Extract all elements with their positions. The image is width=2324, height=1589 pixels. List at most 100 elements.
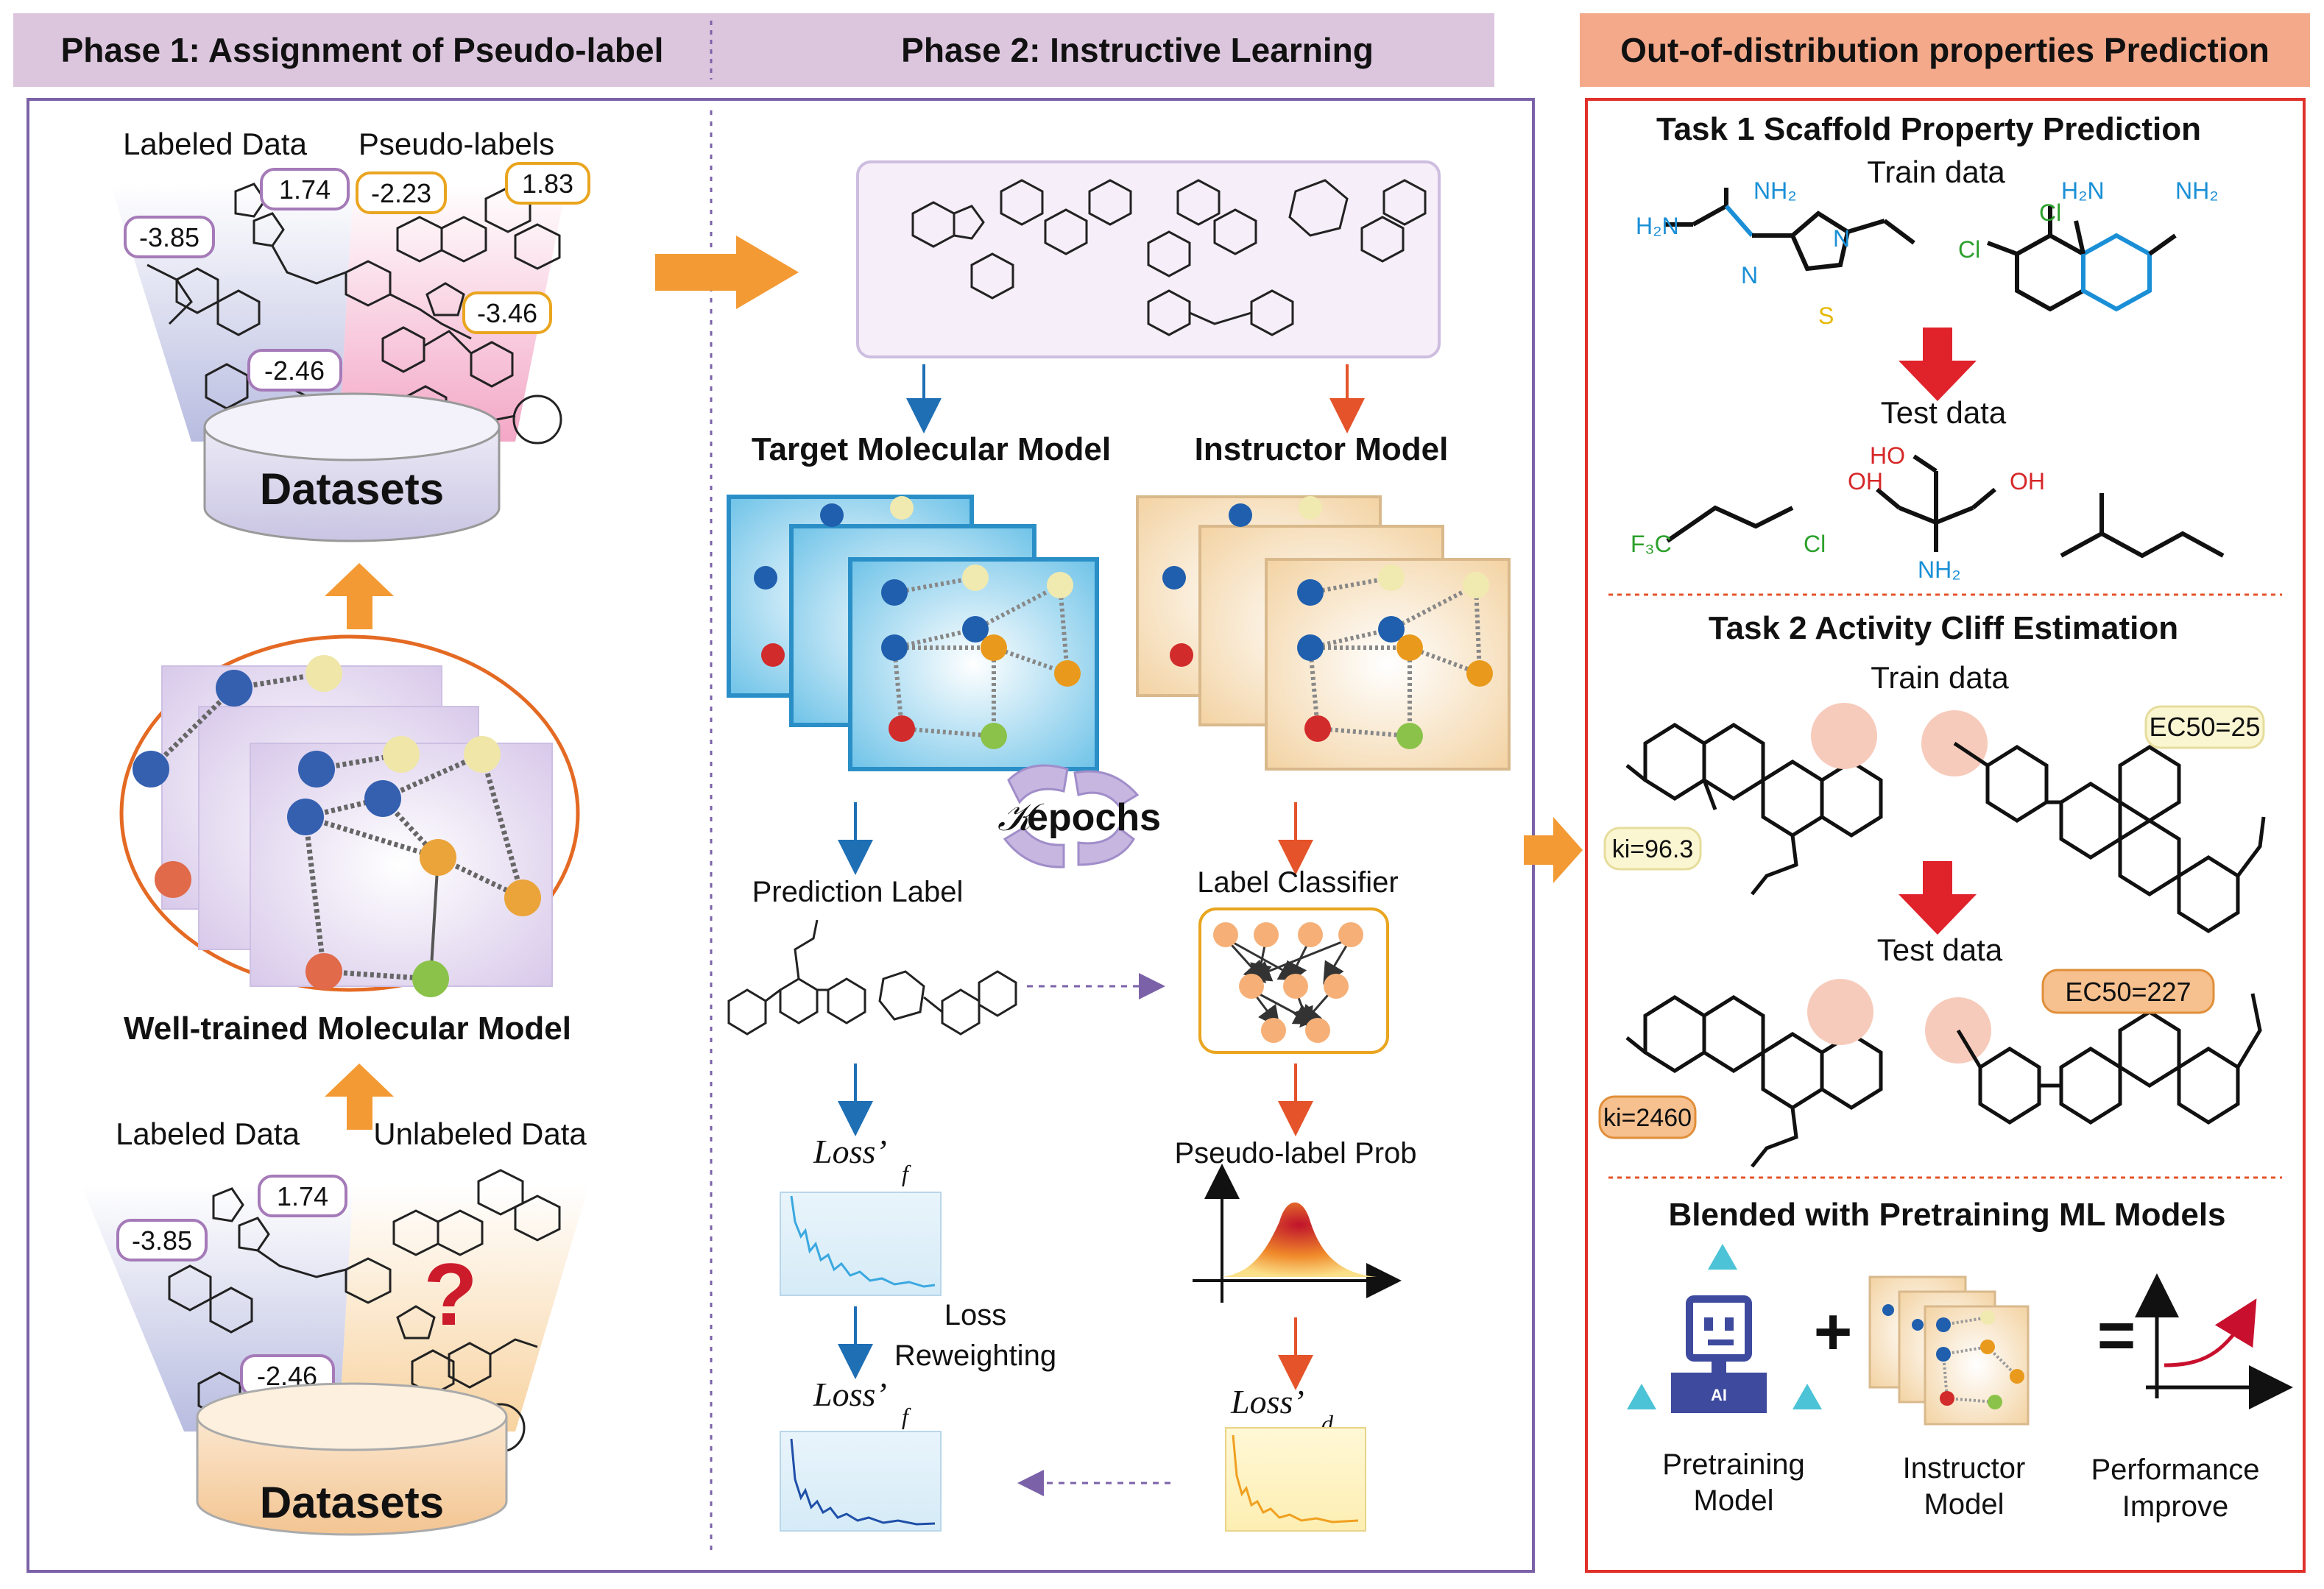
datasets-cylinder-top <box>203 392 501 461</box>
node-yellow-3 <box>464 736 501 773</box>
loss-d-plot <box>1225 1427 1366 1532</box>
epochs-cycle: 𝒦 epochs <box>997 764 1161 868</box>
molecule-pool-sketch <box>911 179 1427 336</box>
target-model-title: Target Molecular Model <box>752 431 1111 467</box>
task1-down-arrow <box>1899 328 1977 401</box>
phase2: Target Molecular Model Instructor Model <box>727 160 1511 1532</box>
loss-f1-label: Loss’ <box>813 1133 887 1170</box>
loss-f1-curve <box>790 1195 936 1288</box>
well-trained-model: Well-trained Molecular Model <box>119 634 580 1047</box>
atom-cl-2: Cl <box>1958 236 1980 263</box>
up-arrow-to-model <box>325 1064 394 1130</box>
arrow-to-phase2 <box>655 236 799 309</box>
label-classifier-title: Label Classifier <box>1197 866 1398 899</box>
ai-label: AI <box>1711 1386 1727 1404</box>
atom-cl-3: Cl <box>1804 531 1826 557</box>
pseudo-prob-title: Pseudo-label Prob <box>1174 1137 1416 1169</box>
node-red-1 <box>155 861 191 898</box>
train-molecule-guanidine <box>1664 188 1915 272</box>
test-molecule-2 <box>1876 454 1996 552</box>
highlight-circle-3 <box>1807 979 1873 1045</box>
triangle-top-icon <box>1708 1244 1737 1270</box>
pseudo-molecules-sketch <box>381 186 562 445</box>
task2-test-label: Test data <box>1877 932 2003 967</box>
atom-ho: HO <box>1870 442 1905 469</box>
label-box-neg-3-85-bottom <box>116 1219 208 1261</box>
datasets-label-top: Datasets <box>260 464 444 514</box>
node-orange-2 <box>504 880 541 916</box>
pretraining-line2: Model <box>1694 1484 1774 1517</box>
triangle-right-icon <box>1793 1384 1822 1409</box>
node-blue-4 <box>287 799 324 835</box>
phase1-title: Phase 1: Assignment of Pseudo-label <box>61 31 664 69</box>
loss-f2-subscript: f <box>902 1403 911 1429</box>
pseudo-box-neg-3-46 <box>462 291 552 334</box>
ec50-1: EC50=25 <box>2149 712 2260 742</box>
model-card-front <box>250 743 553 987</box>
test-molecule-5 <box>1956 993 2262 1125</box>
task1-title: Task 1 Scaffold Property Prediction <box>1656 111 2201 147</box>
robot-body <box>1671 1373 1767 1413</box>
phase1-bottom-dataset: Labeled Data Unlabeled Data ? 1.74 <box>81 1116 589 1536</box>
labeled-data-title: Labeled Data <box>123 127 308 161</box>
prob-distribution-peak <box>1222 1202 1377 1277</box>
atom-f3c: F₃C <box>1631 531 1672 557</box>
pseudo-labels-title: Pseudo-labels <box>359 127 554 161</box>
task2-down-arrow <box>1899 861 1977 935</box>
phase2-title: Phase 2: Instructive Learning <box>901 31 1374 69</box>
ai-robot-icon: AI <box>1627 1244 1822 1413</box>
node-blue-2 <box>133 751 169 788</box>
label-1-74-bottom: 1.74 <box>277 1181 328 1211</box>
instructor-model-title: Instructor Model <box>1195 431 1449 467</box>
ec50-box-1 <box>2144 705 2265 749</box>
cycle-arrow-top-right-icon <box>1073 770 1140 807</box>
up-arrow-to-datasets <box>325 563 394 629</box>
label-box-1-74-bottom <box>258 1175 347 1217</box>
label-neg-2-46: -2.46 <box>264 355 325 386</box>
prediction-label-title: Prediction Label <box>752 876 964 908</box>
equals-symbol: = <box>2097 1299 2136 1373</box>
well-trained-caption: Well-trained Molecular Model <box>124 1011 571 1047</box>
node-blue-3 <box>298 751 335 788</box>
cycle-arrow-bottom-right-icon <box>1077 826 1135 866</box>
instructor-line1: Instructor <box>1903 1452 2026 1484</box>
test-molecule-3 <box>2060 531 2225 559</box>
atom-h2n: H₂N <box>1636 213 1679 239</box>
loss-f1-subscript: f <box>902 1160 911 1186</box>
labeled-data-title-bottom: Labeled Data <box>116 1116 300 1151</box>
blended-section: Blended with Pretraining ML Models AI + <box>1627 1197 2293 1523</box>
node-yellow-2 <box>383 736 420 773</box>
atom-cl-1: Cl <box>2039 199 2061 226</box>
node-yellow-1 <box>305 655 342 692</box>
loss-reweighting-line1: Loss <box>944 1299 1007 1331</box>
node-orange-1 <box>420 839 456 876</box>
task1-train-label: Train data <box>1867 155 2005 189</box>
label-box-neg-3-85 <box>124 216 215 258</box>
node-blue-1 <box>216 670 252 707</box>
ood-title: Out-of-distribution properties Predictio… <box>1620 31 2270 69</box>
phase-header-bar <box>13 13 1494 87</box>
node-red-2 <box>305 953 342 990</box>
train-molecule-3 <box>1625 723 1883 896</box>
atom-n-2: N <box>1833 225 1850 252</box>
pseudo-neg-2-23: -2.23 <box>371 178 431 208</box>
ec50-2: EC50=227 <box>2065 977 2191 1007</box>
performance-line1: Performance <box>2091 1454 2260 1486</box>
epochs-label: epochs <box>1027 796 1161 839</box>
ec50-box-2 <box>2041 969 2215 1014</box>
pseudo-1-83: 1.83 <box>522 169 573 199</box>
cycle-arrow-top-left-icon <box>1007 764 1069 804</box>
blend-title: Blended with Pretraining ML Models <box>1668 1197 2225 1233</box>
atom-h2n-2: H₂N <box>2061 177 2105 204</box>
loss-d-label: Loss’ <box>1230 1383 1304 1420</box>
datasets-cylinder-top-bottom <box>196 1382 508 1451</box>
performance-chart-icon <box>2135 1273 2293 1409</box>
pseudo-box-neg-2-23 <box>356 171 447 214</box>
label-neg-3-85: -3.85 <box>139 222 199 252</box>
loss-f2-plot <box>780 1431 942 1532</box>
node-blue-5 <box>364 780 401 817</box>
cycle-arrow-bottom-left-icon <box>1003 827 1065 868</box>
datasets-label-bottom: Datasets <box>260 1478 444 1527</box>
mini-instructor-cards <box>1868 1275 2030 1426</box>
